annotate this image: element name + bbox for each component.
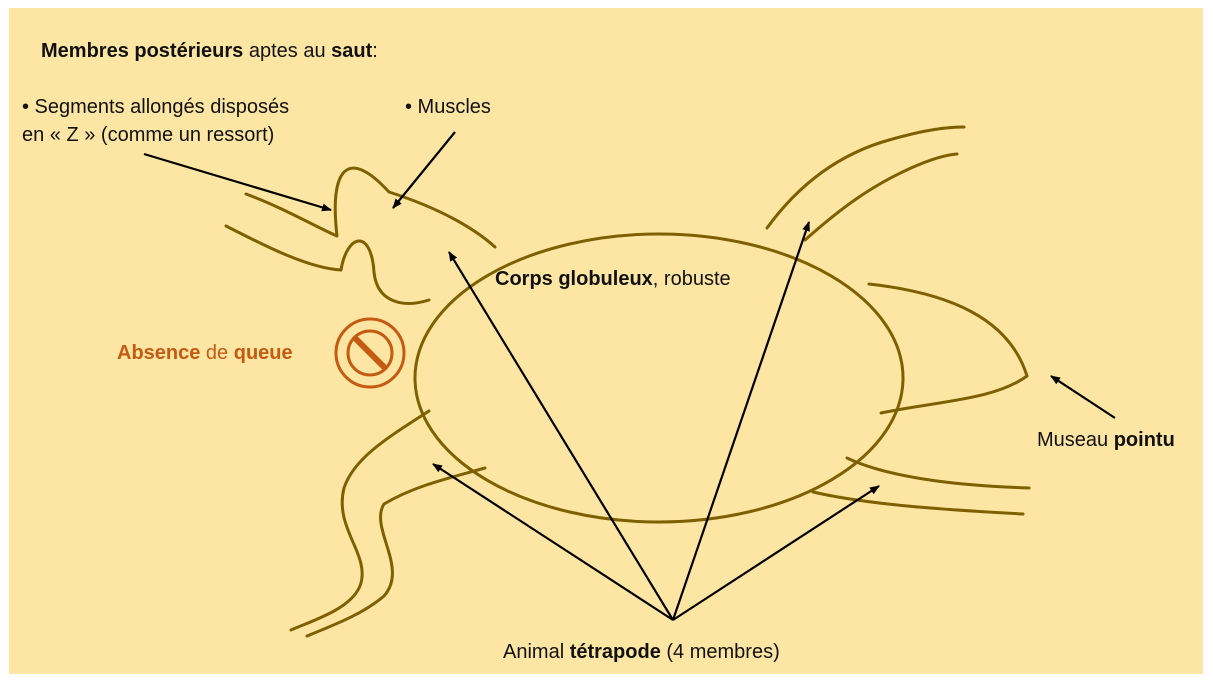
front-leg-right-upper — [767, 127, 964, 228]
tetrapod-strong: tétrapode — [570, 641, 661, 663]
hind-limbs-heading: Membres postérieurs aptes au saut: — [41, 38, 378, 64]
pointer-arrows — [144, 132, 1115, 620]
snout-text: Museau — [1037, 429, 1114, 451]
segments-label-line2: en « Z » (comme un ressort) — [22, 122, 274, 148]
jump-strong: saut — [331, 40, 372, 62]
snout-label: Museau pointu — [1037, 427, 1175, 453]
prohibition-icon — [336, 319, 404, 387]
hind-leg-left-lower — [226, 226, 429, 303]
hind-limbs-strong: Membres postérieurs — [41, 40, 243, 62]
hind-limbs-text: aptes au — [243, 40, 331, 62]
hind-leg-left-bottom-upper — [291, 411, 429, 630]
segments-label-line1: • Segments allongés disposés — [22, 94, 289, 120]
arrow-snout — [1051, 376, 1115, 418]
arrow-segments — [144, 154, 331, 210]
arrow-tetrapod-1 — [449, 252, 673, 620]
body-strong: Corps globuleux — [495, 268, 653, 290]
hind-leg-left-upper — [246, 168, 495, 247]
animal-text: Animal — [503, 641, 570, 663]
front-leg-right-bottom-lower — [813, 492, 1023, 514]
body-label: Corps globuleux, robuste — [495, 266, 731, 292]
absence-strong: Absence — [117, 342, 200, 364]
body-text: , robuste — [653, 268, 731, 290]
tail-strong: queue — [234, 342, 293, 364]
frog-outline — [226, 127, 1029, 636]
de-text: de — [200, 342, 233, 364]
pointed-strong: pointu — [1114, 429, 1175, 451]
tail-label: Absence de queue — [117, 340, 293, 366]
frog-snout — [869, 284, 1027, 413]
front-leg-right-bottom-upper — [847, 458, 1029, 488]
arrow-tetrapod-3 — [433, 464, 673, 620]
diagram-canvas: Membres postérieurs aptes au saut: • Seg… — [9, 8, 1203, 674]
muscles-label: • Muscles — [405, 94, 491, 120]
arrow-muscles — [393, 132, 455, 208]
four-limbs-text: (4 membres) — [661, 641, 780, 663]
arrow-tetrapod-4 — [673, 486, 879, 620]
tetrapod-label: Animal tétrapode (4 membres) — [503, 639, 780, 665]
colon-text: : — [372, 40, 378, 62]
